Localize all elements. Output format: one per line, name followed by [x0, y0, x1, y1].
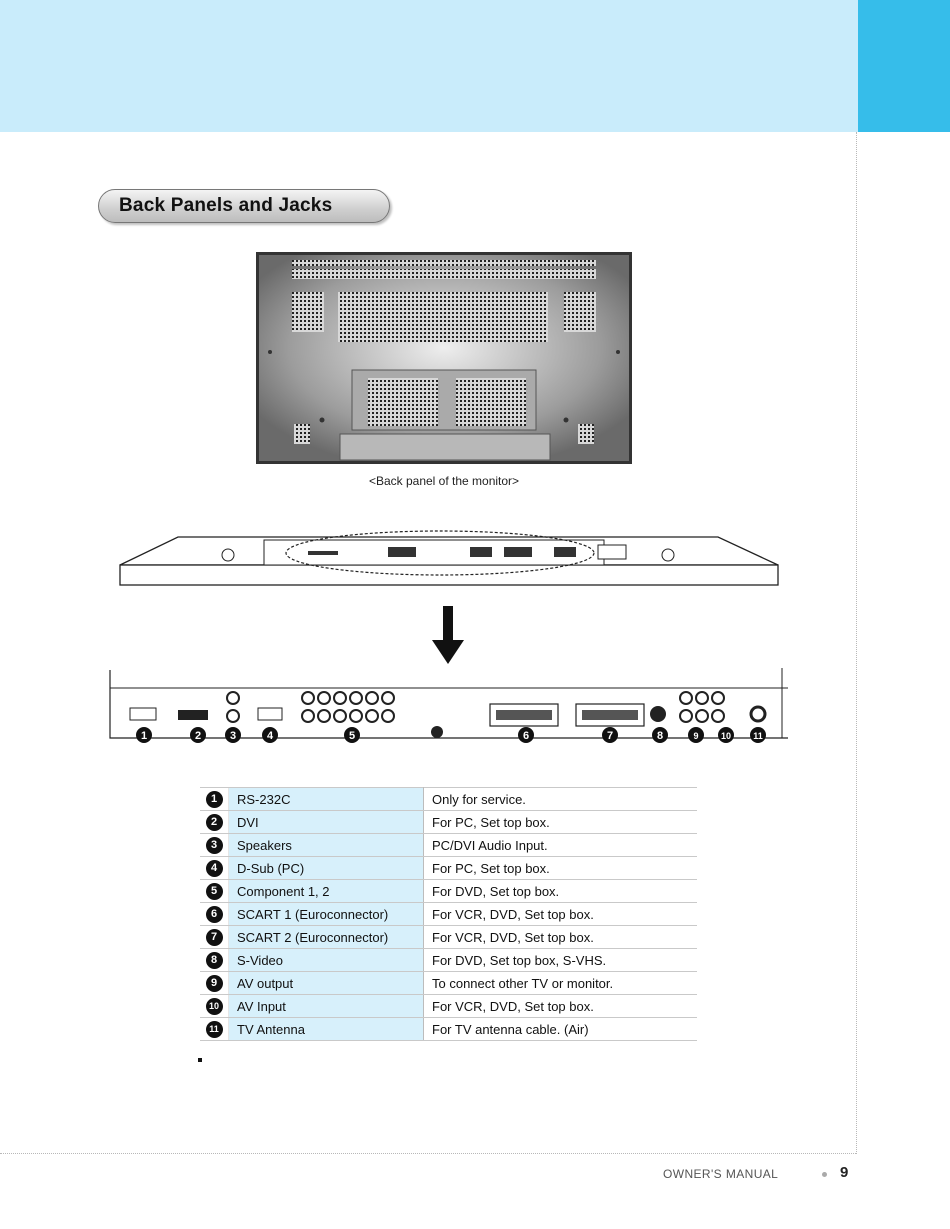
row-number-cell: 6 [200, 902, 229, 926]
connector-name: S-Video [228, 948, 424, 972]
monitor-bottom-illustration [119, 530, 779, 586]
jack-strip-illustration: 1 2 3 4 5 6 7 8 9 10 11 [109, 668, 788, 743]
section-title: Back Panels and Jacks [119, 195, 333, 216]
row-number-badge: 6 [205, 905, 223, 923]
connector-description: To connect other TV or monitor. [423, 971, 697, 995]
callout-2: 2 [195, 730, 201, 742]
row-number-badge: 11 [205, 1020, 223, 1038]
connector-name: SCART 1 (Euroconnector) [228, 902, 424, 926]
connector-description: For VCR, DVD, Set top box. [423, 902, 697, 926]
row-number-cell: 4 [200, 856, 229, 880]
callout-11: 11 [753, 731, 763, 741]
footer-separator [822, 1172, 827, 1177]
row-number-cell: 1 [200, 787, 229, 811]
row-number-badge: 1 [205, 790, 223, 808]
connector-description: For PC, Set top box. [423, 810, 697, 834]
connector-name: RS-232C [228, 787, 424, 811]
connector-name: SCART 2 (Euroconnector) [228, 925, 424, 949]
table-row: 6 SCART 1 (Euroconnector)For VCR, DVD, Se… [200, 902, 697, 926]
connector-name: DVI [228, 810, 424, 834]
connector-description: PC/DVI Audio Input. [423, 833, 697, 857]
row-number-badge: 4 [205, 859, 223, 877]
connector-description: For TV antenna cable. (Air) [423, 1017, 697, 1041]
monitor-caption: <Back panel of the monitor> [368, 474, 520, 488]
row-number-badge: 10 [205, 997, 223, 1015]
bullet-dot [198, 1058, 202, 1062]
row-number-badge: 9 [205, 974, 223, 992]
row-number-badge: 7 [205, 928, 223, 946]
row-number-cell: 11 [200, 1017, 229, 1041]
connector-description: For DVD, Set top box. [423, 879, 697, 903]
table-row: 7 SCART 2 (Euroconnector)For VCR, DVD, Se… [200, 925, 697, 949]
callout-7: 7 [607, 730, 613, 742]
row-number-badge: 3 [205, 836, 223, 854]
down-arrow-icon [432, 606, 464, 664]
connector-name: D-Sub (PC) [228, 856, 424, 880]
connector-name: Speakers [228, 833, 424, 857]
row-number-badge: 2 [205, 813, 223, 831]
connector-description: For VCR, DVD, Set top box. [423, 925, 697, 949]
row-number-cell: 10 [200, 994, 229, 1018]
callout-8: 8 [657, 730, 663, 742]
connector-name: TV Antenna [228, 1017, 424, 1041]
connector-name: AV output [228, 971, 424, 995]
footer-label: OWNER'S MANUAL [663, 1167, 779, 1181]
callout-4: 4 [267, 730, 274, 742]
header-band [0, 0, 858, 132]
row-number-cell: 7 [200, 925, 229, 949]
connector-description: For DVD, Set top box, S-VHS. [423, 948, 697, 972]
page-number: 9 [840, 1164, 849, 1181]
row-number-cell: 8 [200, 948, 229, 972]
row-number-cell: 9 [200, 971, 229, 995]
connector-description: For PC, Set top box. [423, 856, 697, 880]
callout-1: 1 [141, 730, 147, 742]
header-tab [858, 0, 950, 132]
right-dotted-rule [856, 132, 857, 1154]
row-number-badge: 8 [205, 951, 223, 969]
callout-9: 9 [693, 731, 698, 741]
callout-3: 3 [230, 730, 236, 742]
callout-5: 5 [349, 730, 355, 742]
row-number-badge: 5 [205, 882, 223, 900]
connector-name: AV Input [228, 994, 424, 1018]
section-heading: Back Panels and Jacks [98, 189, 390, 223]
row-number-cell: 2 [200, 810, 229, 834]
row-number-cell: 5 [200, 879, 229, 903]
table-row: 4 D-Sub (PC)For PC, Set top box. [200, 856, 697, 880]
callout-6: 6 [523, 730, 529, 742]
row-number-cell: 3 [200, 833, 229, 857]
callout-10: 10 [721, 731, 731, 741]
connector-description: Only for service. [423, 787, 697, 811]
monitor-back-illustration [256, 252, 632, 464]
connector-description: For VCR, DVD, Set top box. [423, 994, 697, 1018]
connector-name: Component 1, 2 [228, 879, 424, 903]
bottom-dotted-rule [0, 1153, 856, 1154]
